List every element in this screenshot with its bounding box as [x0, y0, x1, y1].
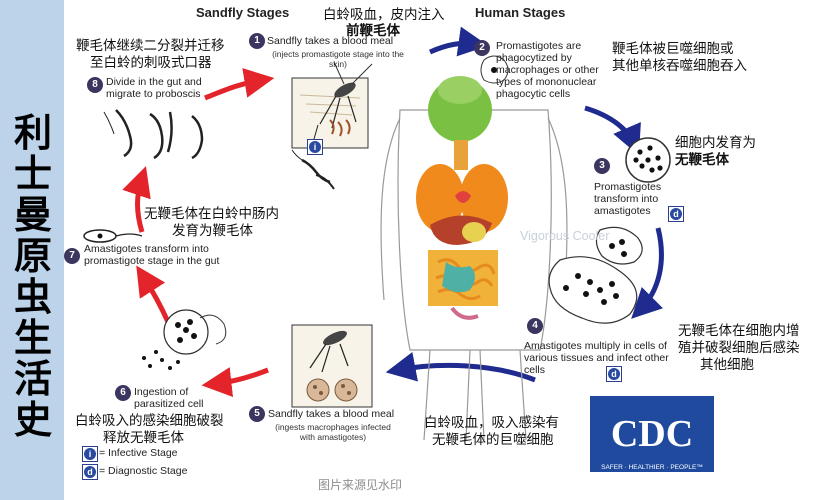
legend-diagnostic-label: = Diagnostic Stage — [99, 465, 188, 477]
step-4-title: Amastigotes multiply in cells of various… — [524, 340, 669, 376]
step-3-title: Promastigotes transform into amastigotes — [594, 181, 662, 217]
infective-badge-step1: i — [307, 139, 323, 155]
human-stages-header: Human Stages — [475, 5, 566, 20]
macrophage-illustration-step2 — [480, 55, 509, 84]
step-number-1: 1 — [249, 33, 265, 49]
step-number-5: 5 — [249, 406, 265, 422]
amastigote-cluster-illustration-step4 — [548, 226, 643, 324]
cn-note-step5-line1: 白蛉吸血，吸入感染有 — [424, 415, 559, 430]
cn-note-step8-line1: 鞭毛体继续二分裂并迁移 — [76, 38, 225, 53]
step-number-6: 6 — [115, 385, 131, 401]
diagnostic-badge-step3: d — [668, 206, 684, 222]
diagram-title: 利士曼原虫生活史 — [13, 110, 52, 442]
step-number-4: 4 — [527, 318, 543, 334]
step-1-detail: (injects promastigote stage into the ski… — [272, 49, 404, 69]
cn-note-step4-line1: 无鞭毛体在细胞内增 — [678, 323, 800, 338]
cn-note-step4-line3: 其他细胞 — [700, 357, 754, 372]
arrow-8-to-1 — [204, 68, 275, 101]
cn-note-step6-line2: 释放无鞭毛体 — [103, 430, 184, 445]
step-5-title: Sandfly takes a blood meal — [268, 408, 395, 420]
side-panel — [0, 0, 64, 500]
cn-note-step3-line2: 无鞭毛体 — [675, 152, 729, 167]
cn-note-step5-line2: 无鞭毛体的巨噬细胞 — [432, 432, 554, 447]
promastigote-illustration-step1 — [291, 149, 335, 190]
watermark: Vigorous Cooler — [520, 229, 610, 243]
step-2-title: Promastigotes are phagocytized by macrop… — [496, 40, 599, 100]
cn-note-step7-line1: 无鞭毛体在白蛉中肠内 — [144, 206, 279, 221]
cn-note-step7-line2: 发育为鞭毛体 — [172, 223, 253, 238]
arrow-1-to-2 — [428, 26, 489, 57]
step-5-detail: (ingests macrophages infected with amast… — [275, 422, 391, 442]
cn-note-step1-line2: 前鞭毛体 — [346, 23, 400, 38]
promastigote-division-illustration-step8 — [103, 109, 204, 160]
step-number-8: 8 — [87, 77, 103, 93]
human-body-illustration — [380, 76, 568, 441]
cn-note-step3-line1: 细胞内发育为 — [675, 135, 756, 150]
sandfly-feeding-illustration-bottom — [291, 324, 373, 408]
arrow-5-to-6 — [201, 367, 269, 397]
arrow-4-to-5 — [385, 351, 536, 383]
legend-infective-icon: i — [82, 446, 98, 462]
sandfly-feeding-illustration-top — [291, 61, 373, 149]
legend-diagnostic-icon: d — [82, 464, 98, 480]
diagnostic-badge-step4: d — [606, 366, 622, 382]
cn-note-step4-line2: 殖并破裂细胞后感染 — [678, 340, 800, 355]
cn-note-step8-line2: 至白蛉的刺吸式口器 — [90, 55, 212, 70]
amastigote-transform-illustration-step7 — [83, 229, 143, 243]
cn-note-step2-line1: 鞭毛体被巨噬细胞或 — [612, 41, 734, 56]
svg-text:CDC: CDC — [611, 413, 693, 455]
step-8-title: Divide in the gut and migrate to probosc… — [106, 76, 202, 100]
parasitized-cell-illustration-step6 — [142, 309, 227, 370]
step-7-title: Amastigotes transform into promastigote … — [84, 243, 220, 267]
legend-infective-label: = Infective Stage — [99, 447, 178, 459]
image-source-footer: 图片来源见水印 — [318, 478, 403, 492]
arrow-3-to-4 — [631, 227, 664, 319]
arrow-7-to-8 — [122, 166, 151, 233]
step-6-title: Ingestion of parasitized cell — [134, 386, 204, 410]
macrophage-illustration-step3 — [625, 137, 671, 183]
cn-note-step6-line1: 白蛉吸入的感染细胞破裂 — [75, 413, 224, 428]
arrow-6-to-7 — [136, 265, 171, 324]
cn-note-step2-line2: 其他单核吞噬细胞吞入 — [612, 58, 747, 73]
step-number-7: 7 — [64, 248, 80, 264]
step-number-3: 3 — [594, 158, 610, 174]
svg-text:SAFER · HEALTHIER · PEOPLE™: SAFER · HEALTHIER · PEOPLE™ — [601, 464, 703, 471]
arrow-2-to-3 — [584, 105, 641, 156]
step-number-2: 2 — [474, 40, 490, 56]
cn-note-step1-line1: 白蛉吸血，皮内注入 — [323, 7, 445, 22]
cdc-logo: CDC SAFER · HEALTHIER · PEOPLE™ — [590, 396, 714, 472]
step-1-title: Sandfly takes a blood meal — [267, 35, 394, 47]
sandfly-stages-header: Sandfly Stages — [196, 5, 290, 20]
